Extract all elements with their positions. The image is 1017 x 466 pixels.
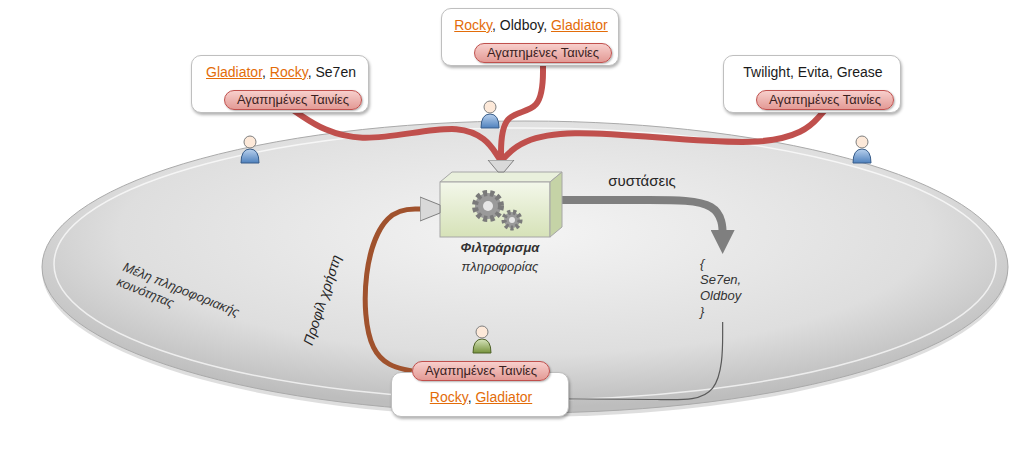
favourites-box: Αγαπημένες Ταινίες Twilight, Evita, Greas… — [723, 55, 901, 113]
connector-label: συστάσεις — [608, 172, 676, 189]
box-front — [440, 182, 550, 237]
user-icon — [481, 101, 499, 128]
box-top — [440, 172, 562, 182]
flow-connector — [501, 110, 825, 161]
movie-list: Rocky, Gladiator — [430, 389, 532, 406]
favourites-box: Αγαπημένες Ταινίες Gladiator, Rocky, Se7e… — [191, 55, 369, 113]
engine-label: πληροφορίας — [462, 259, 539, 275]
user-icon — [853, 136, 871, 163]
recommendation-set: { Se7en, Oldboy } — [700, 256, 741, 320]
favourites-box: Αγαπημένες Ταινίες Rocky, Oldboy, Gladiat… — [441, 8, 619, 66]
engine-box — [420, 160, 580, 240]
profile-box: Αγαπημένες ΤαινίεςRocky, Gladiator — [391, 372, 569, 417]
flow-connector — [365, 209, 421, 371]
filter-engine: Φιλτράρισμα πληροφορίας — [420, 160, 580, 280]
recommendation-list: { Se7en, Oldboy } — [700, 256, 741, 320]
tag-label: Αγαπημένες Ταινίες — [237, 92, 349, 107]
box-side — [550, 172, 562, 237]
gear — [504, 212, 520, 228]
favourites-tag: Αγαπημένες Ταινίες — [224, 90, 362, 110]
tag-label: Αγαπημένες Ταινίες — [487, 45, 599, 60]
engine-label: Φιλτράρισμα — [461, 240, 540, 256]
profile-funnel — [420, 197, 440, 221]
flow-connector — [562, 200, 723, 242]
gear-hub — [483, 201, 493, 211]
user-icon — [241, 136, 259, 163]
gear — [475, 193, 501, 219]
movie-list: Rocky, Oldboy, Gladiator — [454, 17, 608, 34]
active-user-icon — [473, 326, 491, 353]
movie-list: Gladiator, Rocky, Se7en — [206, 64, 356, 81]
region-rim — [54, 128, 996, 400]
movie-list: Twilight, Evita, Grease — [743, 64, 882, 81]
favourites-tag: Αγαπημένες Ταινίες — [756, 90, 894, 110]
tag-label: Αγαπημένες Ταινίες — [769, 92, 881, 107]
flow-connector — [293, 110, 501, 161]
input-funnel — [488, 160, 514, 172]
flow-connector — [569, 322, 723, 400]
favourites-tag: Αγαπημένες Ταινίες — [412, 361, 550, 381]
favourites-tag: Αγαπημένες Ταινίες — [474, 43, 612, 63]
tag-label: Αγαπημένες Ταινίες — [425, 363, 537, 378]
region-fill — [42, 121, 1008, 413]
gear-hub — [509, 217, 515, 223]
